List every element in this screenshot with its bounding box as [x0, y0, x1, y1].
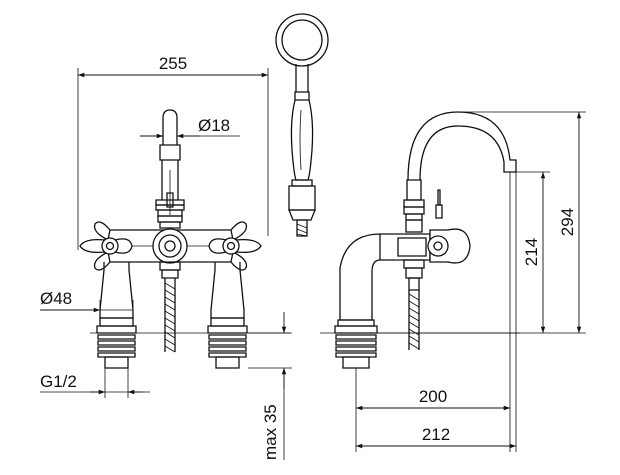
dimension-lines	[40, 68, 586, 460]
dim-projection-b: 212	[422, 425, 450, 444]
dim-max-depth: max 35	[261, 404, 280, 460]
hand-shower	[275, 13, 329, 237]
dim-base-diameter: Ø48	[40, 289, 72, 308]
dim-width-total: 255	[159, 54, 187, 73]
left-cross-handle	[79, 221, 133, 271]
dim-total-height: 294	[558, 208, 577, 236]
right-cross-handle	[208, 221, 262, 271]
dimension-labels: 255 Ø18 Ø48 G1/2 max 35 214 294 200 212	[40, 54, 577, 460]
front-view	[79, 109, 290, 369]
side-view	[320, 111, 520, 452]
dim-spout-height: 214	[522, 238, 541, 266]
dim-projection-a: 200	[419, 387, 447, 406]
dim-spout-diameter: Ø18	[198, 116, 230, 135]
dim-thread: G1/2	[40, 372, 77, 391]
